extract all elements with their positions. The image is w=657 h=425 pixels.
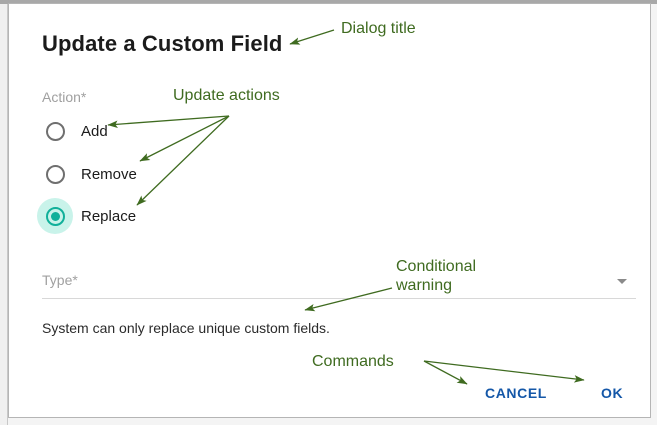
radio-add-label: Add	[81, 122, 108, 140]
radio-option-replace[interactable]: Replace	[37, 198, 136, 234]
ok-button[interactable]: OK	[601, 385, 624, 401]
window-top-bar	[0, 0, 657, 4]
cancel-button[interactable]: CANCEL	[485, 385, 547, 401]
radio-remove-icon	[45, 164, 65, 184]
action-field-label: Action*	[42, 89, 87, 105]
conditional-warning-text: System can only replace unique custom fi…	[42, 320, 330, 336]
radio-replace-hitarea[interactable]	[37, 198, 73, 234]
radio-option-remove[interactable]: Remove	[37, 156, 137, 192]
update-custom-field-dialog: Update a Custom Field Action* Add Remove…	[8, 3, 651, 418]
radio-remove-label: Remove	[81, 165, 137, 183]
radio-add-hitarea[interactable]	[37, 113, 73, 149]
radio-replace-dot	[50, 211, 60, 221]
type-field-underline[interactable]	[42, 298, 636, 299]
chevron-down-icon[interactable]	[617, 279, 627, 284]
type-field-placeholder[interactable]: Type*	[42, 272, 78, 288]
radio-remove-hitarea[interactable]	[37, 156, 73, 192]
radio-option-add[interactable]: Add	[37, 113, 108, 149]
radio-add-icon	[45, 121, 65, 141]
page-title: Update a Custom Field	[42, 31, 283, 56]
radio-replace-icon-selected	[45, 206, 65, 226]
radio-replace-label: Replace	[81, 207, 137, 225]
window-left-gutter	[0, 0, 8, 425]
